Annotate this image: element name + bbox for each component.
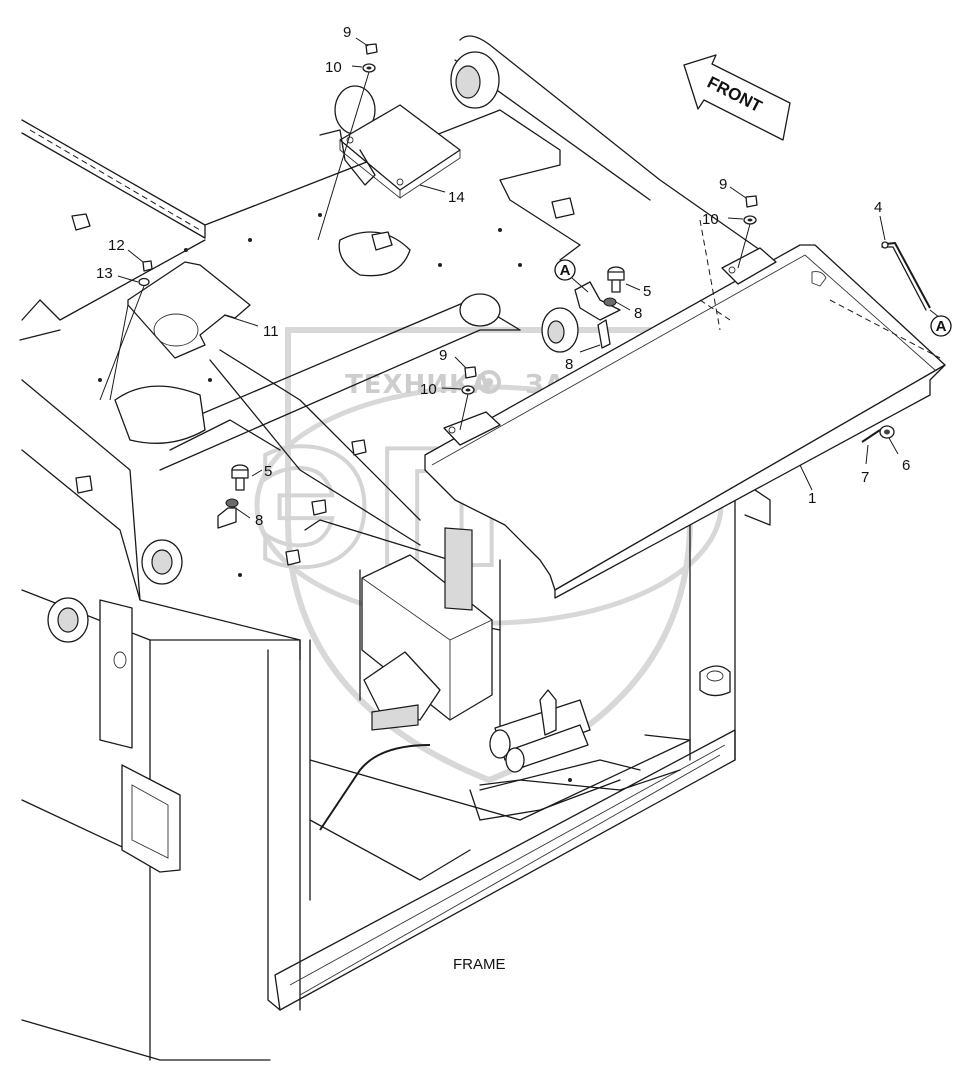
part-4-rod: [881, 241, 931, 311]
svg-text:A: A: [936, 318, 947, 335]
d-handle: [121, 764, 181, 873]
detail-marker-a-2: A: [930, 315, 952, 337]
detail-a-bracket: [574, 281, 621, 349]
callout-13: 13: [96, 265, 113, 282]
bushing-right: [541, 307, 579, 353]
callout-1: 1: [808, 490, 816, 507]
callout-8-mid: 8: [565, 356, 573, 373]
bushing-top: [450, 51, 500, 109]
callout-5-upper: 5: [643, 283, 651, 300]
callout-9-top: 9: [343, 24, 351, 41]
callout-7: 7: [861, 469, 869, 486]
gear-icon: [477, 370, 501, 394]
detail-marker-a-1: A: [554, 259, 589, 293]
callout-6: 6: [902, 457, 910, 474]
bolt-5-upper: [607, 266, 625, 293]
leader-lines: [99, 37, 941, 519]
coolant-pipes: [489, 689, 591, 773]
callout-4: 4: [874, 199, 882, 216]
part-1-cover: [424, 219, 946, 599]
part-14-cover-plate: [319, 104, 461, 199]
callout-5-lower: 5: [264, 463, 272, 480]
callout-14: 14: [448, 189, 465, 206]
bushing-left-mid: [141, 539, 183, 585]
callout-11: 11: [263, 323, 279, 340]
callout-10-mid: 10: [420, 381, 437, 398]
front-arrow-icon: FRONT: [683, 54, 791, 141]
bolt-5-lower: [231, 464, 249, 491]
callout-9-mid: 9: [439, 347, 447, 364]
fasteners: [138, 43, 895, 529]
svg-text:A: A: [560, 262, 571, 279]
bushing-left-front: [47, 597, 89, 643]
callout-10-top: 10: [325, 59, 342, 76]
callout-8-upper: 8: [634, 305, 642, 322]
part-11-gasket-plate: [127, 261, 251, 359]
callout-12: 12: [108, 237, 125, 254]
callout-9-right: 9: [719, 176, 727, 193]
callout-10-right: 10: [702, 211, 719, 228]
diagram-caption: FRAME: [453, 956, 506, 973]
frame-body: [19, 35, 771, 1061]
callout-8-lower: 8: [255, 512, 263, 529]
callouts: 9 10 14 9 10 4 12 13 11 5 8 8 9 10 5 8 1…: [96, 24, 910, 529]
